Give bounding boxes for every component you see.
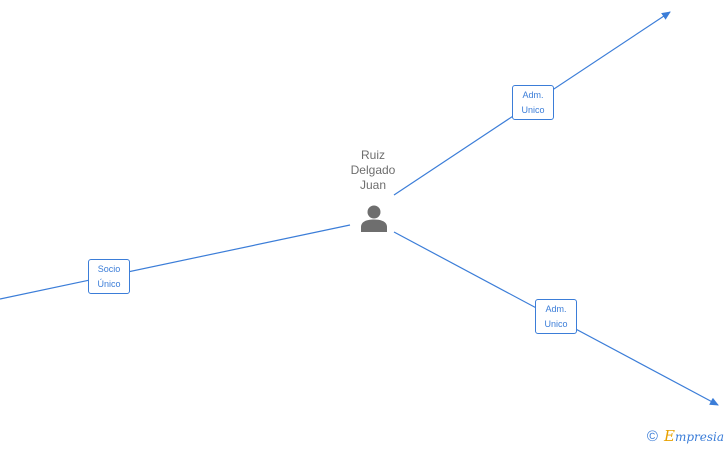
brand-logo-initial: E [663, 427, 675, 445]
person-name[interactable]: Ruiz Delgado Juan [333, 148, 413, 193]
person-name-line-2: Delgado [350, 163, 396, 177]
relation-label-line: Unico [544, 319, 568, 329]
relation-label-line: Adm. [545, 304, 567, 314]
edge-from-left [0, 224, 351, 300]
person-icon[interactable] [359, 203, 389, 233]
relation-label-line: Socio [97, 264, 121, 274]
relation-label-adm-unico-top[interactable]: Adm. Unico [512, 85, 554, 120]
relation-label-adm-unico-bottom[interactable]: Adm. Unico [535, 299, 577, 334]
brand-logo-text: mpresia [674, 430, 724, 444]
person-name-line-1: Ruiz [360, 148, 385, 162]
relation-label-line: Unico [521, 105, 545, 115]
relation-label-line: Único [97, 279, 121, 289]
relation-label-line: Adm. [522, 90, 544, 100]
brand-logo[interactable]: Empresia [664, 428, 724, 445]
footer-branding: © Empresia [647, 428, 724, 445]
copyright-icon: © [646, 427, 658, 445]
person-name-line-3: Juan [359, 178, 387, 192]
relation-label-socio-unico[interactable]: Socio Único [88, 259, 130, 294]
